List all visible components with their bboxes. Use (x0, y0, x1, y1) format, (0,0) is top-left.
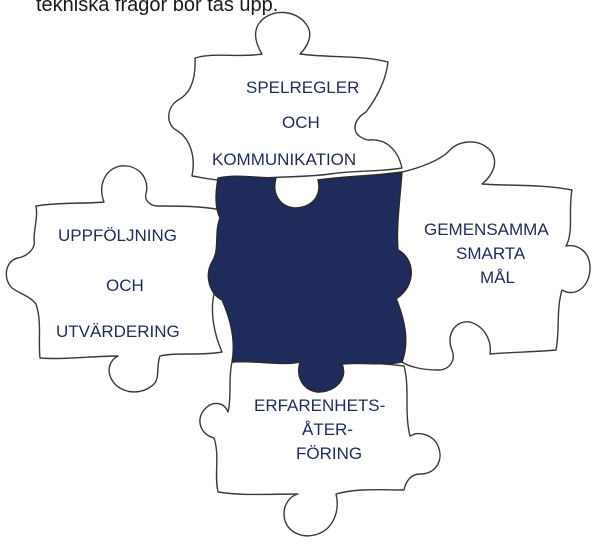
puzzle-piece-top (168, 11, 403, 182)
label-bottom-line3: FÖRING (296, 444, 363, 463)
label-top-line1: SPELREGLER (246, 78, 360, 97)
label-right-line1: GEMENSAMMA (424, 220, 549, 239)
label-right-line2: SMARTA (456, 244, 526, 263)
label-top-line3: KOMMUNIKATION (212, 150, 357, 169)
caption-text: tekniska frågor bör tas upp. (36, 0, 279, 16)
puzzle-piece-center (207, 171, 412, 393)
label-left-line3: UTVÄRDERING (56, 322, 180, 341)
label-left-line1: UPPFÖLJNING (58, 226, 178, 245)
label-top-line2: OCH (282, 113, 320, 132)
label-bottom-line2: ÅTER- (302, 420, 353, 439)
label-left-line2: OCH (106, 276, 144, 295)
puzzle-piece-left (5, 165, 246, 393)
label-right-line3: MÅL (480, 268, 515, 287)
label-bottom-line1: ERFARENHETS- (254, 396, 386, 415)
